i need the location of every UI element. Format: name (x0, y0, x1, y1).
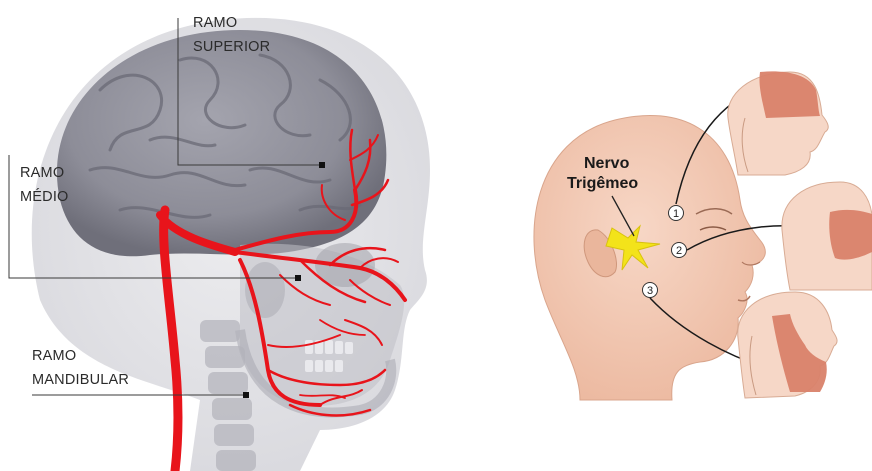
callout-dot-medio (295, 275, 301, 281)
branch-marker-2: 2 (672, 243, 687, 258)
branch-marker-3: 3 (643, 283, 658, 298)
label-nervo-line2: Trigêmeo (567, 175, 638, 192)
label-ramo-mandibular-line1: RAMO (32, 348, 76, 364)
brain-shape (57, 30, 386, 256)
callout-dot-superior (319, 162, 325, 168)
face-region-thumbnail-1 (728, 71, 828, 175)
face-region-thumbnail-2 (782, 182, 872, 290)
label-nervo-line1: Nervo (584, 155, 630, 172)
label-ramo-superior-line2: SUPERIOR (193, 39, 270, 55)
svg-text:2: 2 (676, 245, 682, 257)
label-ramo-medio-line2: MÉDIO (20, 188, 69, 205)
region-highlight-2 (829, 210, 872, 260)
face-region-thumbnail-3 (738, 292, 837, 398)
branch-marker-1: 1 (669, 206, 684, 221)
svg-text:1: 1 (673, 208, 679, 220)
label-ramo-medio-line1: RAMO (20, 165, 64, 181)
region-highlight-1 (759, 71, 820, 118)
label-ramo-mandibular-line2: MANDIBULAR (32, 372, 129, 388)
label-ramo-superior-line1: RAMO (193, 15, 237, 31)
head-anatomy-illustration: RAMO SUPERIOR RAMO MÉDIO RAMO MANDIBULAR (9, 15, 430, 471)
callout-dot-mandibular (243, 392, 249, 398)
svg-text:3: 3 (647, 285, 653, 297)
